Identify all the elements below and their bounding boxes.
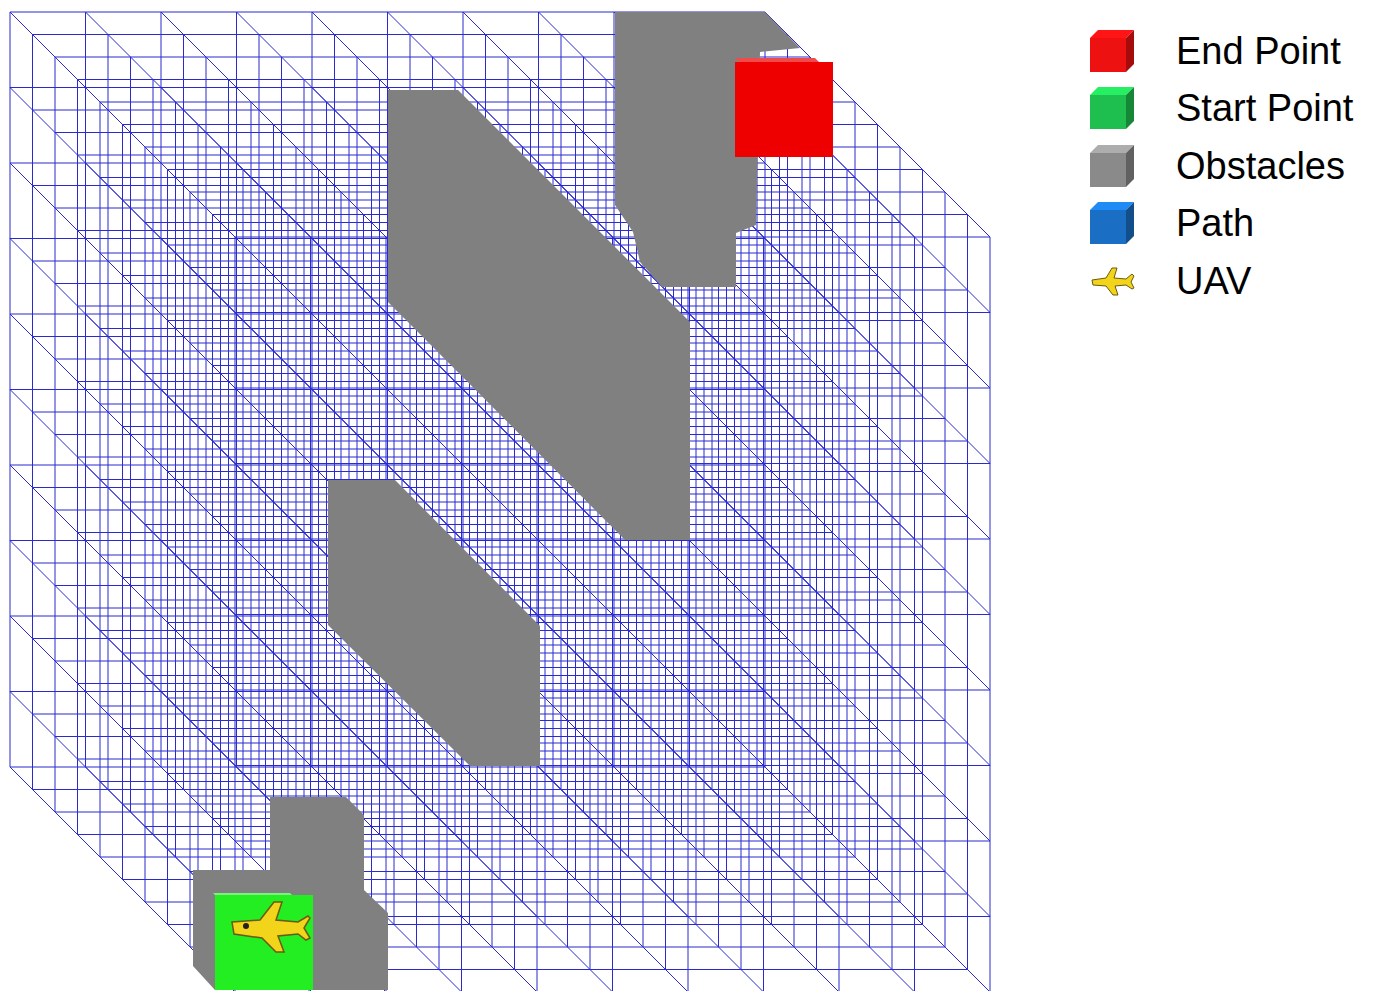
voxel-grid [10, 12, 990, 991]
grid-line [765, 692, 990, 917]
grid-line [690, 767, 915, 991]
grid-line [388, 767, 613, 991]
legend-swatch [1088, 85, 1138, 131]
legend-row: Path [1088, 195, 1353, 253]
obstacles [193, 12, 800, 990]
grid-line [765, 163, 990, 388]
legend-text: End Point [1176, 32, 1341, 70]
grid-line [765, 465, 990, 690]
uav-icon [232, 902, 310, 952]
obstacle [193, 797, 388, 990]
legend-text: Path [1176, 204, 1254, 242]
legend-row: End Point [1088, 22, 1353, 80]
grid-line [765, 616, 990, 841]
grid-line [765, 767, 990, 991]
legend: End PointStart PointObstaclesPathUAV [1088, 22, 1353, 310]
obstacle [388, 90, 690, 540]
legend-row: Obstacles [1088, 137, 1353, 195]
grid-line [539, 767, 764, 991]
grid-line [463, 767, 688, 991]
legend-text: Obstacles [1176, 147, 1345, 185]
start-point-cube [213, 893, 313, 990]
grid-line [765, 314, 990, 539]
end-point-cube [735, 58, 833, 157]
legend-swatch [1088, 28, 1138, 74]
legend-swatch [1088, 143, 1138, 189]
grid-line [765, 239, 990, 464]
obstacle [328, 480, 540, 766]
grid-line [765, 541, 990, 766]
legend-row: UAV [1088, 252, 1353, 310]
legend-text: UAV [1176, 262, 1251, 300]
grid-line [765, 390, 990, 615]
uav-legend-icon [1088, 258, 1138, 304]
legend-swatch [1088, 200, 1138, 246]
grid-line [614, 767, 839, 991]
legend-row: Start Point [1088, 80, 1353, 138]
legend-text: Start Point [1176, 89, 1353, 127]
